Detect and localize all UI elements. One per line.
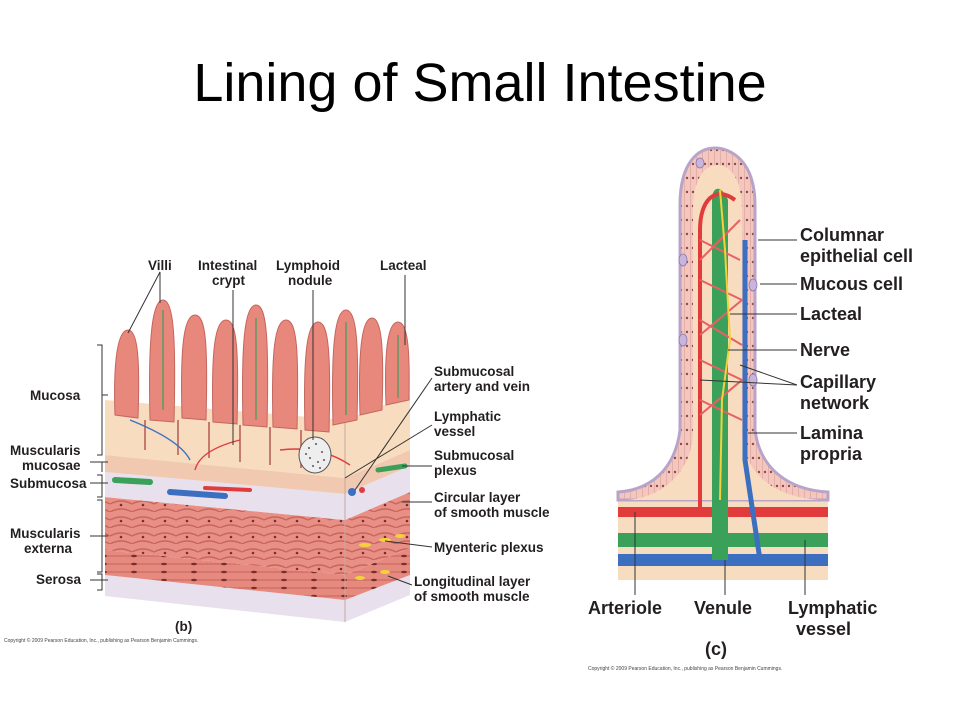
label-lacteal-c: Lacteal <box>800 304 862 324</box>
panel-c-villus <box>616 146 830 595</box>
central-lacteal <box>712 188 728 560</box>
label-myenteric-plexus: Myenteric plexus <box>434 540 544 555</box>
myenteric-plexus <box>355 534 405 580</box>
label-lymphatic-c-2: vessel <box>796 619 851 639</box>
serosa-layer <box>105 575 410 622</box>
longitudinal-muscle-layer <box>105 548 410 600</box>
panel-b-block <box>90 271 433 622</box>
label-capillary-2: network <box>800 393 870 413</box>
label-mucosa: Mucosa <box>30 388 81 403</box>
label-submucosal-av-1: Submucosal <box>434 364 514 379</box>
label-venule: Venule <box>694 598 752 618</box>
label-muscularis-mucosae-1: Muscularis <box>10 443 81 458</box>
submucosa-vein <box>167 489 228 499</box>
label-submucosa: Submucosa <box>10 476 87 491</box>
villi-group <box>114 299 410 433</box>
label-columnar-1: Columnar <box>800 225 884 245</box>
label-lamina-2: propria <box>800 444 863 464</box>
label-submucosal-av-2: artery and vein <box>434 379 530 394</box>
panel-c-tag: (c) <box>705 639 727 659</box>
submucosa-artery <box>203 486 252 492</box>
label-lacteal-b: Lacteal <box>380 258 427 273</box>
villus-lacteals <box>162 310 399 420</box>
label-lymphatic-vessel-b-1: Lymphatic <box>434 409 502 424</box>
panel-c-leaders <box>634 239 806 595</box>
lymphoid-nodule <box>298 436 332 474</box>
submucosa-lymph-vessel <box>112 477 153 485</box>
label-lymphoid-nodule-1: Lymphoid <box>276 258 340 273</box>
label-submucosal-plexus-1: Submucosal <box>434 448 514 463</box>
label-intestinal-crypt-2: crypt <box>212 273 246 288</box>
label-columnar-2: epithelial cell <box>800 246 913 266</box>
villus-venule <box>742 240 763 561</box>
label-lamina-1: Lamina <box>800 423 864 443</box>
circular-muscle-layer <box>105 492 410 575</box>
label-circular-2: of smooth muscle <box>434 505 550 520</box>
label-lymphatic-c-1: Lymphatic <box>788 598 877 618</box>
label-muscularis-externa-1: Muscularis <box>10 526 81 541</box>
label-circular-1: Circular layer <box>434 490 521 505</box>
label-lymphoid-nodule-2: nodule <box>288 273 333 288</box>
panel-c-copyright: Copyright © 2009 Pearson Education, Inc.… <box>588 665 782 672</box>
slide-title: Lining of Small Intestine <box>193 53 767 113</box>
label-lymphatic-vessel-b-2: vessel <box>434 424 475 439</box>
panel-b-copyright: Copyright © 2009 Pearson Education, Inc.… <box>4 637 198 644</box>
label-nerve: Nerve <box>800 340 850 360</box>
label-longitudinal-1: Longitudinal layer <box>414 574 531 589</box>
label-serosa: Serosa <box>36 572 82 587</box>
lymphoid-dots <box>305 443 325 469</box>
label-intestinal-crypt-1: Intestinal <box>198 258 257 273</box>
label-muscularis-externa-2: externa <box>24 541 73 556</box>
label-capillary-1: Capillary <box>800 372 876 392</box>
label-mucous-cell: Mucous cell <box>800 274 903 294</box>
muscularis-mucosae-layer <box>105 450 410 494</box>
label-longitudinal-2: of smooth muscle <box>414 589 530 604</box>
label-muscularis-mucosae-2: mucosae <box>22 458 81 473</box>
villus-nerve <box>719 189 732 501</box>
submucosa-layer <box>105 466 410 520</box>
label-arteriole: Arteriole <box>588 598 662 618</box>
label-villi: Villi <box>148 258 172 273</box>
villus-arteriole <box>698 192 737 515</box>
label-submucosal-plexus-2: plexus <box>434 463 477 478</box>
mucosa-base <box>105 395 410 478</box>
panel-b-tag: (b) <box>175 619 192 634</box>
panel-b-brackets <box>90 271 433 591</box>
